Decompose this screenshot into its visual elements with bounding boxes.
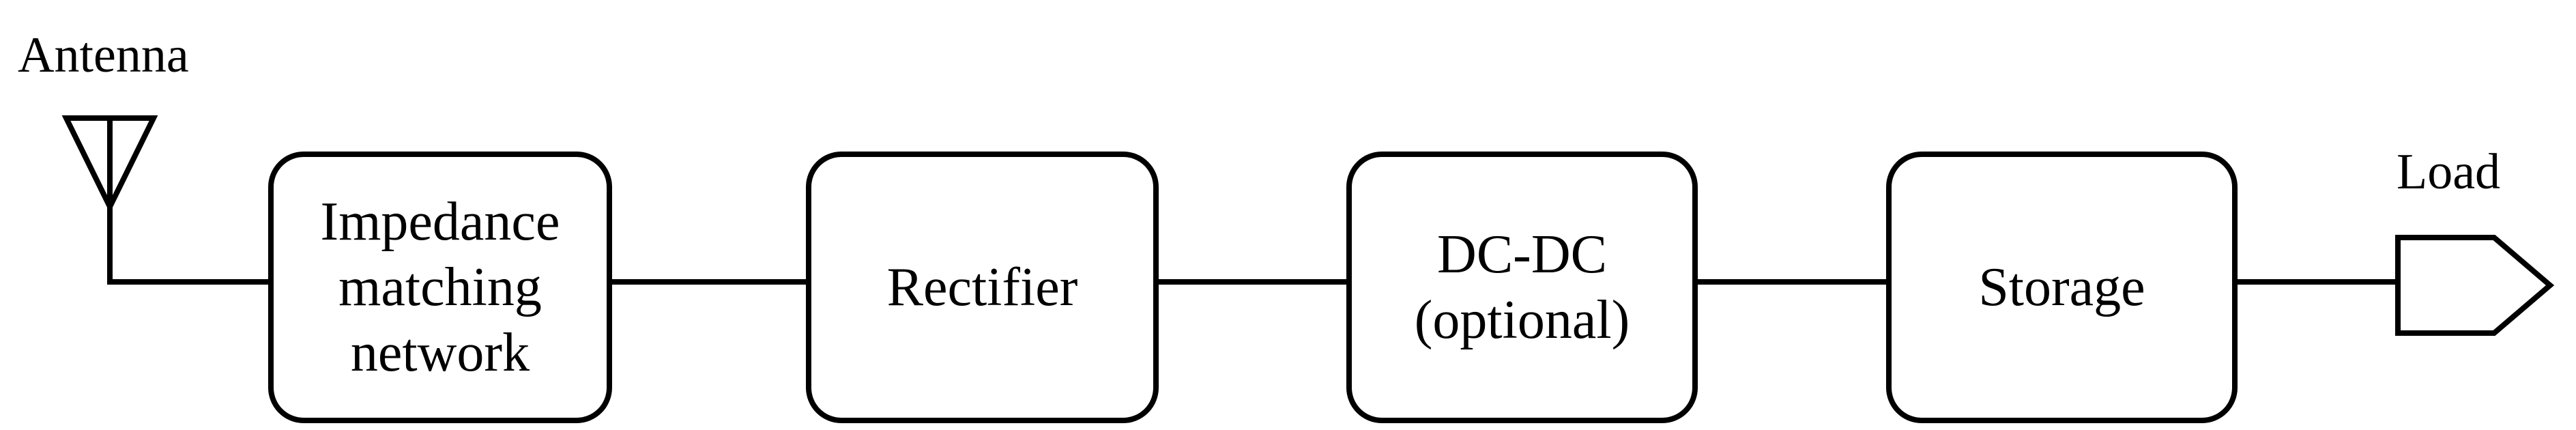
load-pentagon-icon[interactable] xyxy=(2395,235,2555,336)
antenna-symbol[interactable] xyxy=(61,115,158,282)
block-impedance-matching-network-label: Impedance matching network xyxy=(320,192,560,383)
block-dc-dc-converter[interactable] xyxy=(1346,152,1698,423)
block-rectifier[interactable] xyxy=(806,152,1159,423)
load-label: Load xyxy=(2397,144,2501,200)
block-dc-dc-converter-label: DC-DC (optional) xyxy=(1414,225,1630,350)
block-rectifier-label: Rectifier xyxy=(886,257,1078,317)
block-storage[interactable] xyxy=(1886,152,2238,423)
antenna-label: Antenna xyxy=(18,27,189,83)
block-storage-label: Storage xyxy=(1978,257,2145,317)
block-impedance-matching-network[interactable] xyxy=(268,152,612,423)
